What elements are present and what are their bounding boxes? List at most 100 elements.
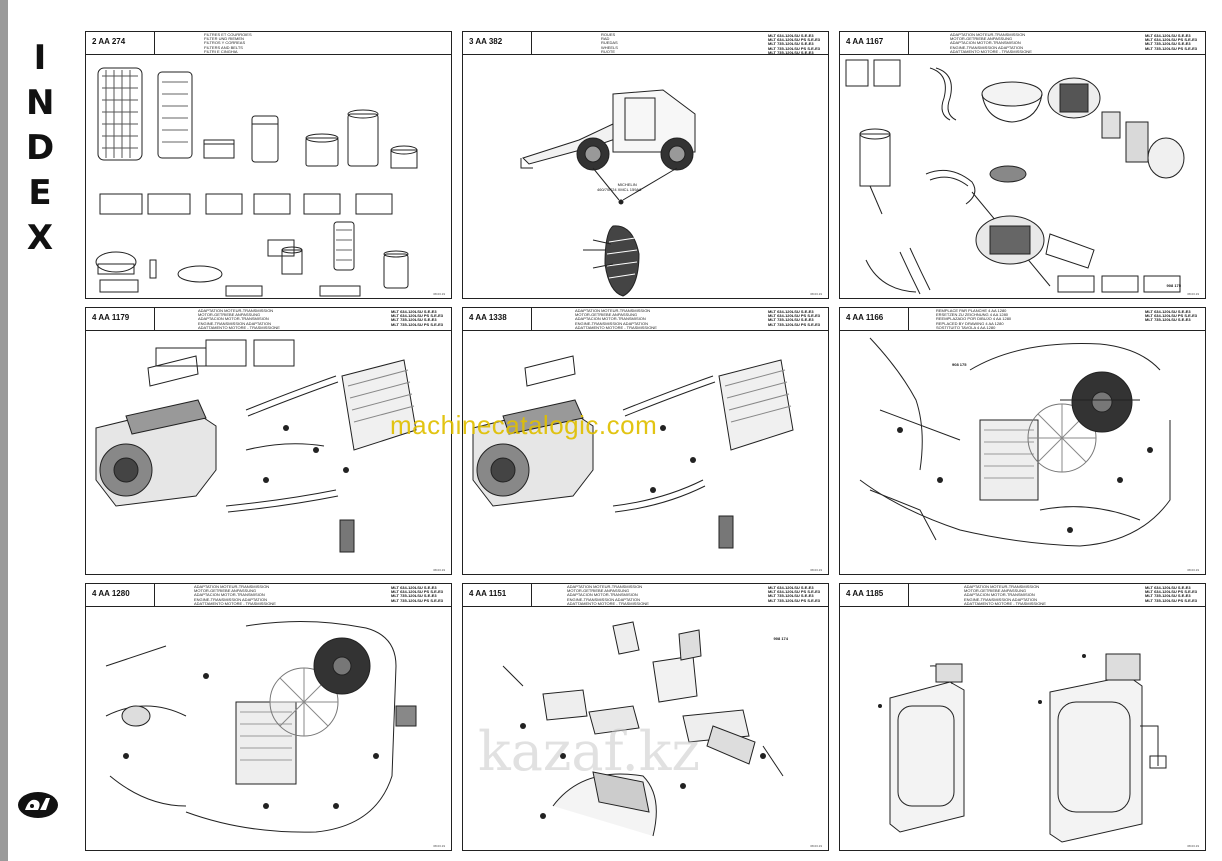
plate-footer: 08.03.19 [810,292,822,296]
panel-4aa1185[interactable]: 4 AA 1185 ADAPTATION MOTEUR-TRANSMISSION… [839,583,1206,851]
header-divider [154,308,155,330]
panel-header: 2 AA 274 FILTRES ET COURROIES FILTER UND… [86,32,451,55]
plate-titles: ADAPTATION MOTEUR-TRANSMISSION MOTOR-GET… [575,308,657,330]
model-list: MLT 634-120LSU S.E-E3 MLT 634-120LSU PS … [768,309,820,327]
model: MLT 735-120LSU S.E-E3 [391,593,437,599]
plate-titles: ROUES RAD RUEDAS WHEELS RUOTE [601,32,618,54]
model: MLT 634-120LSU PS S.E-E3 [768,589,820,595]
index-letter: D [26,128,55,168]
title-fr: ROUES [601,32,616,37]
header-divider [908,32,909,54]
model: MLT 735-120LSU S.E-E3 [1145,317,1191,323]
panel-3aa382[interactable]: 3 AA 382 ROUES RAD RUEDAS WHEELS RUOTE M… [462,31,829,299]
title-es: ADAPTACION MOTOR-TRANSMISION [194,592,265,598]
model: MLT 634-120LSU PS S.E-E3 [768,313,820,319]
title-es: ADAPTACION MOTOR-TRANSMISION [198,316,269,322]
title-it: SOSTITUITO TAVOLA 4 AA 1280 [936,324,996,330]
title-en: ENGINE-TRANSMISSION ADAPTATION [575,320,648,326]
title-de: FILTER UND RIEMEN [204,36,244,42]
panel-header: 4 AA 1338 ADAPTATION MOTEUR-TRANSMISSION… [463,308,828,331]
model: MLT 634-120LSU PS S.E-E3 [1145,589,1197,595]
panel-header: 4 AA 1179 ADAPTATION MOTEUR-TRANSMISSION… [86,308,451,331]
model-list: MLT 634-120LSU S.E-E3 MLT 634-120LSU PS … [1145,33,1197,51]
model-list: MLT 634-120LSU S.E-E3 MLT 634-120LSU PS … [768,585,820,603]
title-de: MOTOR-GETRIEBE ANPASSUNG [567,588,630,594]
model: MLT 735-120LSU S.E-E3 [1145,593,1191,599]
model: MLT 634-120LSU S.E-E3 [1145,585,1191,590]
model: MLT 735-120LSU S.E-E3 [768,317,814,323]
model: MLT 735-120LSU S.E-E3 [768,593,814,599]
plate-footer: 08.03.19 [433,844,445,848]
panel-4aa1151[interactable]: 4 AA 1151 ADAPTATION MOTEUR-TRANSMISSION… [462,583,829,851]
ref-number: 908 174 [773,636,788,641]
panel-4aa1166[interactable]: 4 AA 1166 REMPLACE PAR PLANCHE 4 AA 1280… [839,307,1206,575]
title-de: MOTOR-GETRIEBE ANPASSUNG [964,588,1027,594]
plate-code: 4 AA 1179 [92,313,130,322]
model: MLT 735-120LSU PS S.E-E3 [1145,597,1197,603]
title-fr: ADAPTATION MOTEUR-TRANSMISSION [567,584,643,589]
engine-adaptation-drawing [463,330,828,574]
panel-4aa1167[interactable]: 4 AA 1167 ADAPTATION MOTEUR-TRANSMISSION… [839,31,1206,299]
title-de: RAD [601,36,610,42]
model: MLT 634-120LSU S.E-E3 [768,309,814,314]
title-fr: FILTRES ET COURROIES [204,32,252,37]
index-letter: I [33,38,47,78]
title-es: ADAPTACION MOTOR-TRANSMISION [950,40,1021,46]
plate-titles: FILTRES ET COURROIES FILTER UND RIEMEN F… [204,32,252,54]
plate-code: 4 AA 1151 [469,589,507,598]
binder-spine [0,0,8,861]
plate-titles: ADAPTATION MOTEUR-TRANSMISSION MOTOR-GET… [964,584,1046,606]
plate-footer: 08.03.19 [1187,292,1199,296]
title-en: ENGINE-TRANSMISSION ADAPTATION [950,44,1023,50]
plate-titles: ADAPTATION MOTEUR-TRANSMISSION MOTOR-GET… [194,584,276,606]
panel-4aa1179[interactable]: 4 AA 1179 ADAPTATION MOTEUR-TRANSMISSION… [85,307,452,575]
manufacturer-logo [18,792,58,818]
plate-footer: 08.03.19 [433,292,445,296]
filters-drawing [86,54,451,298]
panel-header: 3 AA 382 ROUES RAD RUEDAS WHEELS RUOTE M… [463,32,828,55]
cooling-system-drawing [86,606,451,850]
plate-titles: ADAPTATION MOTEUR-TRANSMISSION MOTOR-GET… [950,32,1032,54]
title-es: ADAPTACION MOTOR-TRANSMISION [567,592,638,598]
index-letter: N [26,83,55,123]
index-heading: I N D E X [26,36,54,261]
title-es: REEMPLAZADO POR DIBUJO 4 AA 1280 [936,316,1012,322]
title-it: ADATTAMENTO MOTORE - TRASMISSIONE [964,600,1046,606]
index-letter: E [28,173,52,213]
plate-footer: 08.03.19 [810,568,822,572]
title-en: ENGINE-TRANSMISSION ADAPTATION [194,596,267,602]
title-de: MOTOR-GETRIEBE ANPASSUNG [198,312,261,318]
model: MLT 735-120LSU PS S.E-E3 [1145,45,1197,51]
engine-mount-drawing [463,606,828,850]
engine-adaptation-drawing [86,330,451,574]
title-en: FILTERS AND BELTS [204,44,243,50]
model: MLT 634-120LSU PS S.E-E3 [768,37,820,43]
cooling-system-drawing [840,330,1205,574]
title-fr: ADAPTATION MOTEUR-TRANSMISSION [194,584,270,589]
model: MLT 735-120LSU PS S.E-E3 [391,321,443,327]
model: MLT 634-120LSU S.E-E3 [391,585,437,590]
title-es: FILTROS Y CORREAS [204,40,246,46]
model-list: MLT 634-120LSU S.E-E3 MLT 634-120LSU PS … [391,309,443,327]
title-fr: ADAPTATION MOTEUR-TRANSMISSION [964,584,1040,589]
title-en: ENGINE-TRANSMISSION ADAPTATION [964,596,1037,602]
radiator-drawing [878,606,1205,850]
plate-code: 4 AA 1167 [846,37,884,46]
model: MLT 735-120LSU PS S.E-E3 [768,45,820,51]
plate-code: 3 AA 382 [469,37,503,46]
title-en: ENGINE-TRANSMISSION ADAPTATION [567,596,640,602]
title-it: RUOTE [601,48,615,54]
panel-4aa1280[interactable]: 4 AA 1280 ADAPTATION MOTEUR-TRANSMISSION… [85,583,452,851]
panel-2aa274[interactable]: 2 AA 274 FILTRES ET COURROIES FILTER UND… [85,31,452,299]
title-it: ADATTAMENTO MOTORE - TRASMISSIONE [575,324,657,330]
air-intake-drawing [840,54,1205,298]
header-divider [154,584,155,606]
title-de: MOTOR-GETRIEBE ANPASSUNG [575,312,638,318]
model: MLT 634-120LSU PS S.E-E3 [391,589,443,595]
panel-4aa1338[interactable]: 4 AA 1338 ADAPTATION MOTEUR-TRANSMISSION… [462,307,829,575]
title-de: MOTOR-GETRIEBE ANPASSUNG [194,588,257,594]
model-list: MLT 634-120LSU S.E-E3 MLT 634-120LSU PS … [1145,309,1197,323]
watermark: machinecatalogic.com [390,410,658,440]
watermark-secondary: kazaf.kz [478,720,700,783]
title-fr: ADAPTATION MOTEUR-TRANSMISSION [198,308,274,313]
